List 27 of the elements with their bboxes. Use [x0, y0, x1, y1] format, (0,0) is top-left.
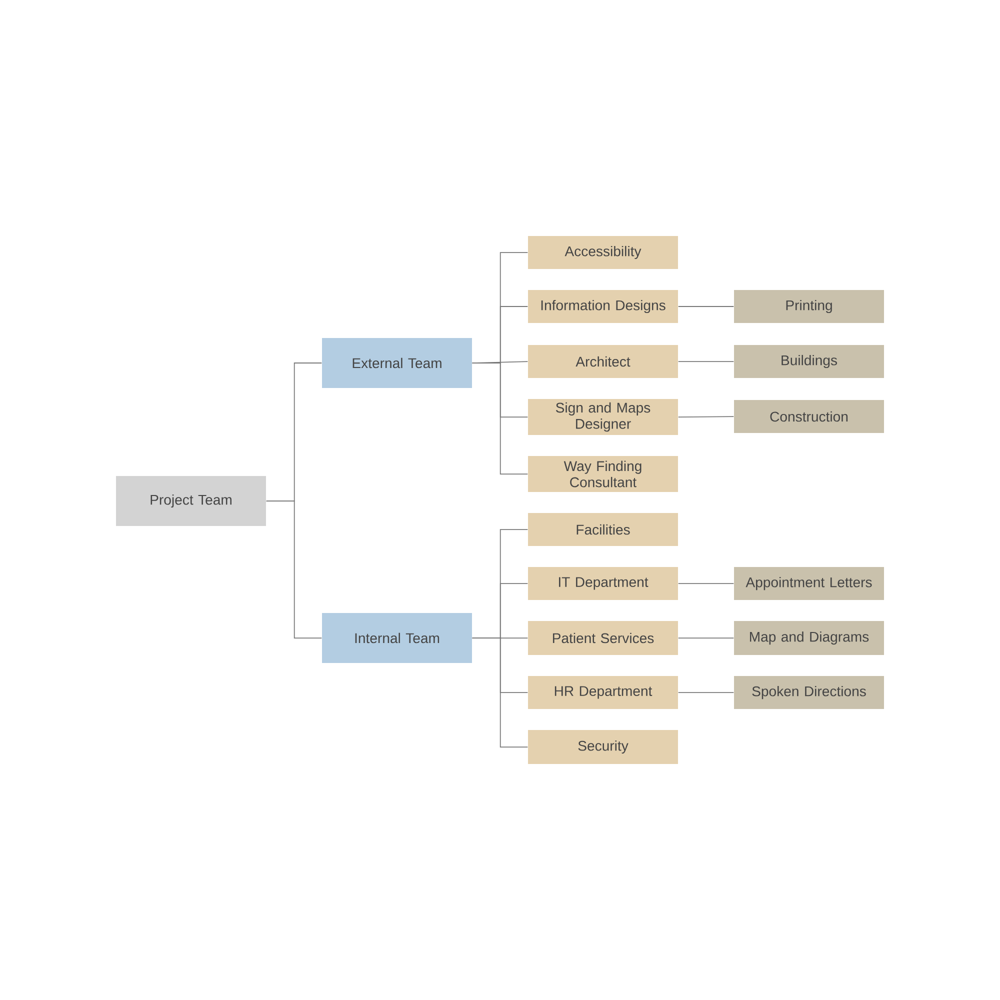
connector-line — [266, 500, 322, 638]
role-box: Sign and Maps Designer — [528, 399, 678, 435]
connector-line — [472, 362, 528, 474]
role-box: IT Department — [528, 567, 678, 600]
task-box: Appointment Letters — [734, 567, 884, 600]
role-box: Accessibility — [528, 236, 678, 269]
role-box: Facilities — [528, 513, 678, 546]
role-box: Security — [528, 730, 678, 764]
task-box: Printing — [734, 290, 884, 323]
task-box: Map and Diagrams — [734, 621, 884, 655]
connector-line — [678, 306, 734, 307]
root-box: Project Team — [116, 476, 266, 526]
task-box: Spoken Directions — [734, 676, 884, 709]
role-box: HR Department — [528, 676, 678, 709]
task-box: Buildings — [734, 345, 884, 378]
connector-line — [678, 416, 734, 418]
team-box: External Team — [322, 338, 472, 388]
team-box: Internal Team — [322, 613, 472, 663]
connector-line — [678, 692, 734, 693]
role-box: Architect — [528, 345, 678, 378]
task-box: Construction — [734, 400, 884, 433]
connector-line — [678, 583, 734, 584]
connector-line — [678, 361, 734, 362]
role-box: Way Finding Consultant — [528, 456, 678, 492]
connector-line — [472, 638, 528, 748]
role-box: Information Designs — [528, 290, 678, 323]
role-box: Patient Services — [528, 621, 678, 655]
